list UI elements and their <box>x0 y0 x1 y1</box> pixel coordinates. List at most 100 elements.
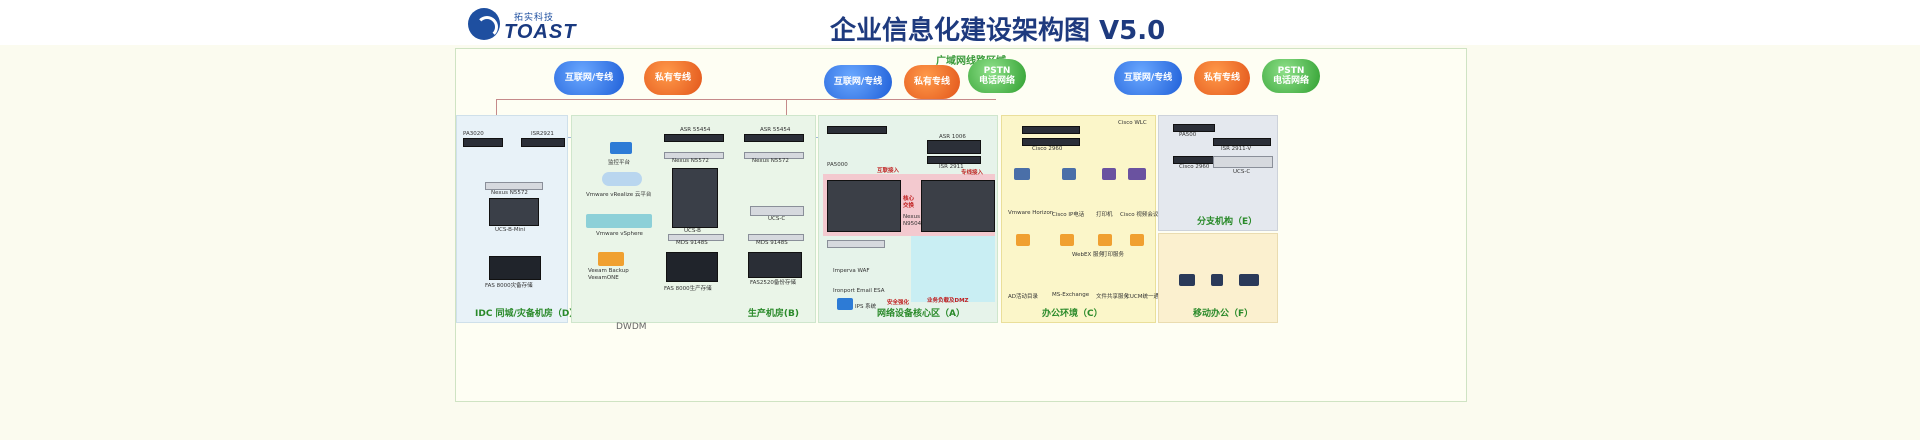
cloud-internet-left: 互联网/专线 <box>554 61 624 95</box>
cloud-private-core: 私有专线 <box>904 65 960 99</box>
ips-icon <box>837 298 853 310</box>
imperva-label: Imperva WAF <box>833 268 870 274</box>
zone-core: 网络设备核心区（A） PA5000 ASR 1006 ISR 2911 互联接入… <box>818 115 998 323</box>
monitor-icon <box>610 142 632 154</box>
mds-device <box>748 234 804 241</box>
asr1006-label: ASR 1006 <box>939 134 966 140</box>
architecture-diagram: 广域网线路区域 互联网/专线 私有专线 互联网/专线 私有专线 PSTN 电话网… <box>455 48 1467 402</box>
veeam-label: Veeam Backup VeeamONE <box>588 268 629 281</box>
nexus-device <box>664 152 724 159</box>
isr2921-label: ISR2921 <box>531 131 554 137</box>
fas8000-dr-label: FAS 8000灾备存储 <box>485 283 533 289</box>
cloud-internet-core: 互联网/专线 <box>824 65 892 99</box>
zone-production-label: 生产机房(B) <box>747 309 799 319</box>
dmz-area <box>911 236 995 302</box>
video-conf-icon <box>1128 168 1146 180</box>
cloud-private-left: 私有专线 <box>644 61 702 95</box>
cloud-platform-icon <box>602 172 642 186</box>
ucs-b-device <box>672 168 718 228</box>
ucs-b-mini-device <box>489 198 539 226</box>
nexus-n5572-device <box>485 182 543 190</box>
logo-cn-text: 拓实科技 <box>514 13 555 23</box>
nexus-n5572-label: Nexus N5572 <box>491 190 528 196</box>
isr2921-device <box>521 138 565 147</box>
webex-label: WebEX 服务 <box>1072 252 1104 258</box>
dmz-label: 业务负载及DMZ <box>927 298 969 304</box>
fas2520-device <box>748 252 802 278</box>
ip-phone-icon <box>1062 168 1076 180</box>
zone-idc-label: IDC 同城/灾备机房（D） <box>475 309 579 319</box>
fas8000-prod-device <box>666 252 718 282</box>
cucm-icon <box>1130 234 1144 246</box>
nexus-n9504-label: Nexus N9504 <box>903 214 922 227</box>
cisco-2960-label: Cisco 2960 <box>1032 146 1063 152</box>
pa5000-label: PA5000 <box>827 162 848 168</box>
cucm-label: CUCM统一通讯 <box>1126 294 1165 300</box>
print-service-label: 打印服务 <box>1102 252 1125 258</box>
cloud-pstn-right: PSTN 电话网络 <box>1262 59 1320 93</box>
internet-in-label: 互联接入 <box>877 168 900 174</box>
tablet-icon <box>1179 274 1195 286</box>
cisco-wlc-label: Cisco WLC <box>1118 120 1147 126</box>
imperva-device <box>827 240 885 248</box>
wan-link-line <box>496 99 996 100</box>
vsphere-label: Vmware vSphere <box>596 231 643 237</box>
cloud-pstn-core: PSTN 电话网络 <box>968 59 1026 93</box>
nexus-label: Nexus N5572 <box>672 158 709 164</box>
vsphere-vm-icon <box>586 214 652 228</box>
mds-label: MDS 9148S <box>676 240 708 246</box>
laptop-icon <box>1239 274 1259 286</box>
asr1006-device <box>927 140 981 154</box>
zone-office: 办公环境（C） Cisco WLC Cisco 2960 Vmware Hori… <box>1001 115 1164 323</box>
ad-label: AD活动目录 <box>1008 294 1038 300</box>
isr2911-v-device <box>1213 138 1271 146</box>
asr-device <box>664 134 724 142</box>
print-service-icon <box>1098 234 1112 246</box>
ucs-b-mini-label: UCS-B-Mini <box>495 227 526 233</box>
security-label: 安全强化 <box>887 300 910 306</box>
ucs-c-label: UCS-C <box>768 216 786 222</box>
company-logo: 拓实科技 TOAST <box>468 8 578 43</box>
mds-device <box>668 234 724 241</box>
printer-icon <box>1102 168 1116 180</box>
logo-en-text: TOAST <box>504 21 577 43</box>
fas2520-label: FAS2520备份存储 <box>750 280 796 286</box>
pa3020-label: PA3020 <box>463 131 484 137</box>
zone-office-label: 办公环境（C） <box>1042 309 1103 319</box>
webex-icon <box>1060 234 1074 246</box>
asr-label: ASR 55454 <box>760 127 791 133</box>
isr2911-label: ISR 2911 <box>939 164 964 170</box>
wan-zone-label: 广域网线路区域 <box>936 56 1006 67</box>
private-in-label: 专线接入 <box>961 170 984 176</box>
ucs-b-label: UCS-B <box>684 228 701 234</box>
printer-label: 打印机 <box>1096 212 1113 218</box>
nexus-label: Nexus N5572 <box>752 158 789 164</box>
cloud-private-right: 私有专线 <box>1194 61 1250 95</box>
pa3020-device <box>463 138 503 147</box>
ms-exchange-label: MS-Exchange <box>1052 292 1090 298</box>
page-title: 企业信息化建设架构图 V5.0 <box>830 16 1166 46</box>
zone-branch-label: 分支机构（E） <box>1197 217 1258 227</box>
zone-mobile-label: 移动办公（F） <box>1193 309 1254 319</box>
cloud-internet-right: 互联网/专线 <box>1114 61 1182 95</box>
cisco2960-branch-label: Cisco 2960 <box>1179 164 1210 170</box>
mds-label: MDS 9148S <box>756 240 788 246</box>
zone-production: 生产机房(B) DWDM ASR 55454 ASR 55454 Nexus N… <box>571 115 816 332</box>
core-switch-label: 核心 交换 <box>903 196 915 209</box>
vmware-horizon-label: Vmware Horizon <box>1008 210 1054 216</box>
pc-icon <box>1014 168 1030 180</box>
core-chassis-left <box>827 180 901 232</box>
ironport-label: Ironport Email ESA <box>833 288 885 294</box>
zone-branch: 分支机构（E） PA500 ISR 2911-V Cisco 2960 UCS-… <box>1158 115 1278 231</box>
core-chassis-right <box>921 180 995 232</box>
isr2911-device <box>927 156 981 164</box>
pa5000-device <box>827 126 887 134</box>
file-share-label: 文件共享服务 <box>1096 294 1130 300</box>
cisco-2960-device <box>1022 138 1080 146</box>
asr-label: ASR 55454 <box>680 127 711 133</box>
dwdm-label: DWDM <box>616 322 647 332</box>
nexus-device <box>744 152 804 159</box>
asr-device <box>744 134 804 142</box>
cisco-wlc-device <box>1022 126 1080 134</box>
monitor-label: 监控平台 <box>608 160 631 166</box>
